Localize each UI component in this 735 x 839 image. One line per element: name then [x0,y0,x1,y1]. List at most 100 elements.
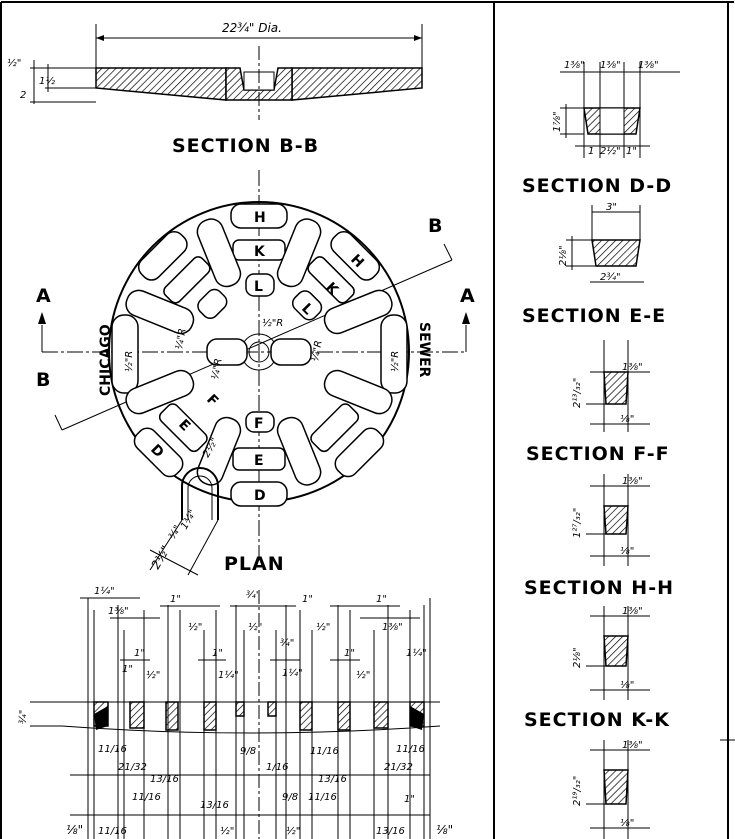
aa-top-dim-11: 1" [134,648,145,659]
section-ee-drawing: 3" 2⅛" 2¾" SECTION E-E [522,202,666,327]
aa-bottom-dim-8: 11/16 [396,744,425,755]
radius-label-sewer: ½"R [389,351,401,372]
aa-top-dim-14: 1" [344,648,355,659]
section-aa-left-dim: ¾" [18,710,29,724]
aa-bottom-dim-16: 1" [404,794,415,805]
aa-top-dim-4: 1" [302,594,313,605]
dd-dim-3: 1⅜" [638,60,659,71]
aa-bottom-dim-18: ⅛" [436,823,453,837]
radius-label-lower: ¼"R [209,358,225,381]
aa-top-dim-2: 1" [170,594,181,605]
slot-f-bottom: F [254,416,264,432]
radius-label-left: ¼"R [173,328,189,351]
aa-bottom-dim-11: 11/16 [308,792,337,803]
section-bb-drawing: 22¾" Dia. ½" 2 1½ SECTION B-B [7,21,423,157]
radius-label-chicago: ½"R [123,351,135,372]
plan-label-b-top: B [428,215,443,237]
slot-f-diag: F [203,392,221,410]
hh-dim-3: ⅛" [620,546,634,557]
hh-dim-2: 1²⁷/₃₂" [572,508,583,538]
section-ll-drawing: 1⅜" 2¹⁹/₃₂" ⅛" [572,740,650,839]
aa-top-dim-5: 1" [376,594,387,605]
aa-top-dim-1: 1¼" [94,585,115,597]
aa-bottom-dim-1: 11/16 [98,744,127,755]
section-hh-title: SECTION H-H [524,577,674,599]
radius-label-right: ¼"R [309,340,325,363]
aa-bottom-dim-15: 13/16 [376,826,405,837]
plan-label-a-left: A [36,285,52,307]
radius-label-center: ½"R [262,317,283,329]
ll-dim-1: 1⅜" [622,740,643,751]
section-bb-title: SECTION B-B [172,135,319,157]
aa-bottom-dim-7: 21/32 [384,762,413,773]
aa-bottom-dim-3: 13/16 [150,774,179,785]
dd-dim-4: 1⅞" [552,111,563,132]
dd-dim-6: 2½" [600,145,621,157]
plan-label-a-right: A [460,285,476,307]
section-hh-drawing: 1⅜" 1²⁷/₃₂" ⅛" SECTION H-H [524,474,674,599]
ee-dim-1: 3" [606,202,617,213]
dd-dim-5: 1 [588,146,594,157]
slot-h-top: H [254,210,266,226]
aa-top-dim-19: ½" [356,669,370,681]
aa-top-dim-7: ½" [188,621,202,633]
section-ee-title: SECTION E-E [522,305,666,327]
aa-top-dim-18: 1¼" [282,667,303,679]
aa-bottom-dim-9: 11/16 [132,792,161,803]
aa-top-dim-17: 1¼" [218,669,239,681]
aa-bottom-dim-4: 9/8 [240,746,256,757]
kk-dim-2: 2⅛" [572,647,583,668]
plan-label-b-bottom: B [36,369,51,391]
section-ff-title: SECTION F-F [526,443,670,465]
section-kk-drawing: 1⅜" 2⅛" ⅛" SECTION K-K [524,606,670,731]
section-aa-drawing: ¾" 1¼" 1" ¾" 1" 1" 1⅜" ½" ½" ½" 1⅜" 1" 1… [18,585,453,839]
aa-top-dim-6: 1⅜" [108,606,129,617]
aa-bottom-dim-13: 9/8 [282,792,298,803]
section-kk-title: SECTION K-K [524,709,670,731]
slot-e-bottom: E [254,453,264,469]
aa-bottom-dim-14: 11/16 [98,826,127,837]
section-bb-diameter: 22¾" Dia. [222,21,282,35]
section-bb-dim-3: 1½ [39,75,55,87]
section-dd-title: SECTION D-D [522,175,672,197]
dd-dim-7: 1" [626,146,637,157]
ff-dim-1: 1⅜" [622,362,643,373]
aa-bottom-dim-19: ½" [220,825,234,837]
kk-dim-3: ⅛" [620,680,634,691]
hh-dim-1: 1⅜" [622,476,643,487]
aa-top-dim-9: ½" [316,621,330,633]
aa-bottom-dim-10: 13/16 [200,800,229,811]
ee-dim-3: 2¾" [600,272,621,283]
plan-text-sewer: SEWER [416,322,432,378]
ee-dim-2: 2⅛" [558,245,569,266]
aa-bottom-dim-17: ⅛" [66,823,83,837]
plan-text-chicago: CHICAGO [98,324,114,396]
section-bb-dim-1: ½" [7,57,21,69]
dd-dim-1: 1⅜" [564,60,585,71]
aa-top-dim-16: ½" [146,669,160,681]
ff-dim-3: ⅛" [620,414,634,425]
section-dd-drawing: 1⅜" 1⅜" 1⅜" 1⅞" 1 2½" 1" SECTION D-D [522,60,680,197]
ll-dim-3: ⅛" [620,818,634,829]
ll-dim-2: 2¹⁹/₃₂" [572,776,583,806]
handle-dim-4: 2½" [148,543,173,571]
aa-top-dim-15: 1" [122,664,133,675]
aa-top-dim-8: ½" [248,621,262,633]
section-ff-drawing: 1⅜" 2¹³/₃₂" ⅛" SECTION F-F [526,340,670,465]
aa-top-dim-20: 1¼" [406,647,427,659]
plan-title: PLAN [224,553,285,575]
dd-dim-2: 1⅜" [600,60,621,71]
aa-bottom-dim-20: ½" [286,825,300,837]
aa-bottom-dim-5: 11/16 [310,746,339,757]
plan-drawing: A A B B CHICAGO SEWER H K L F E D [36,170,476,576]
ff-dim-2: 2¹³/₃₂" [572,378,583,408]
aa-top-dim-3: ¾" [246,590,260,601]
section-bb-dim-2: 2 [20,90,26,101]
aa-bottom-dim-6: 13/16 [318,774,347,785]
slot-d-bottom: D [254,488,266,504]
slot-l-top: L [254,279,263,295]
aa-top-dim-12: 1" [212,648,223,659]
kk-dim-1: 1⅜" [622,606,643,617]
